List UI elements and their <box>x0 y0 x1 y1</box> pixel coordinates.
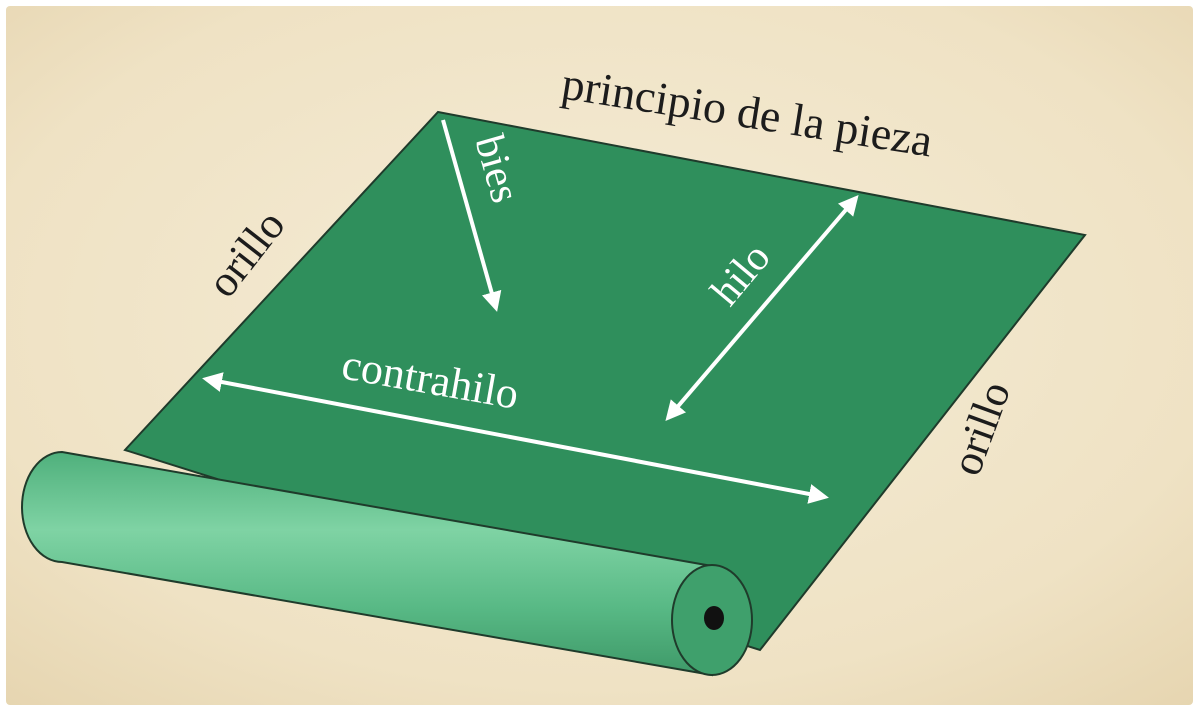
bies-arrow <box>441 119 502 312</box>
contrahilo-arrow <box>202 372 829 504</box>
fabric-roll <box>21 450 713 677</box>
roll-core <box>704 606 724 630</box>
